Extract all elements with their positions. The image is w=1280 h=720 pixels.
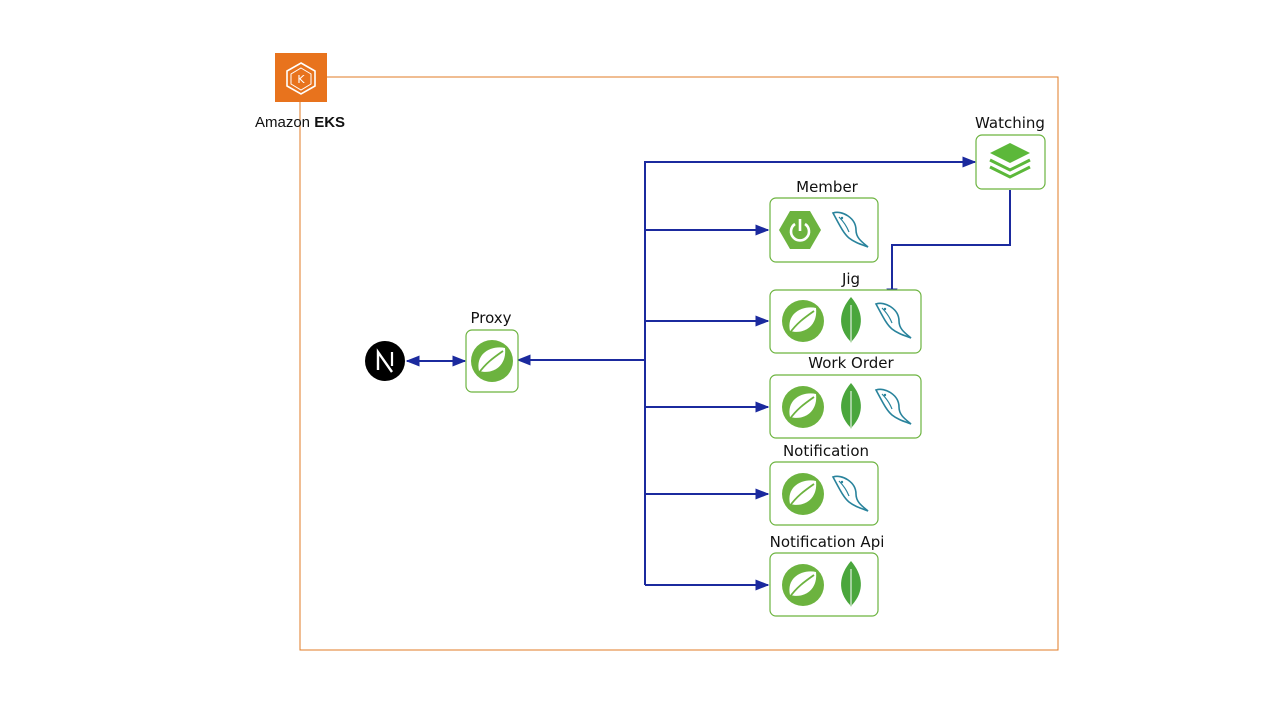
mongodb-icon xyxy=(841,383,861,431)
mongodb-icon xyxy=(841,297,861,345)
spring-boot-icon xyxy=(779,211,821,249)
mongodb-icon xyxy=(841,561,861,609)
eks-cluster-boundary xyxy=(299,76,1059,651)
member-node: Member xyxy=(769,178,879,263)
work-order-label: Work Order xyxy=(808,354,894,372)
member-label: Member xyxy=(796,178,859,196)
spring-icon xyxy=(471,340,513,382)
notification-label: Notification xyxy=(783,442,869,460)
spring-icon xyxy=(782,300,824,342)
svg-text:K: K xyxy=(297,73,305,86)
spring-icon xyxy=(782,473,824,515)
notification-node: Notification xyxy=(769,442,879,526)
cluster-name: Amazon EKS xyxy=(255,114,345,131)
connections xyxy=(405,156,1011,591)
jig-node: Jig xyxy=(769,270,922,354)
nextjs-icon xyxy=(365,341,405,381)
mysql-icon xyxy=(831,211,869,248)
eks-icon: K xyxy=(275,53,327,102)
mysql-icon xyxy=(874,302,912,339)
mysql-icon xyxy=(831,475,869,512)
watching-node: Watching xyxy=(975,114,1046,190)
stack-icon xyxy=(989,143,1031,179)
notification-api-label: Notification Api xyxy=(770,533,885,551)
spring-icon xyxy=(782,564,824,606)
watching-jig-arrow xyxy=(886,190,1011,303)
spring-icon xyxy=(782,386,824,428)
jig-label: Jig xyxy=(841,270,860,288)
watching-label: Watching xyxy=(975,114,1045,132)
notification-api-node: Notification Api xyxy=(769,533,885,617)
proxy-label: Proxy xyxy=(470,309,511,327)
proxy-node: Proxy xyxy=(465,309,519,393)
mysql-icon xyxy=(874,388,912,425)
work-order-node: Work Order xyxy=(769,354,922,439)
